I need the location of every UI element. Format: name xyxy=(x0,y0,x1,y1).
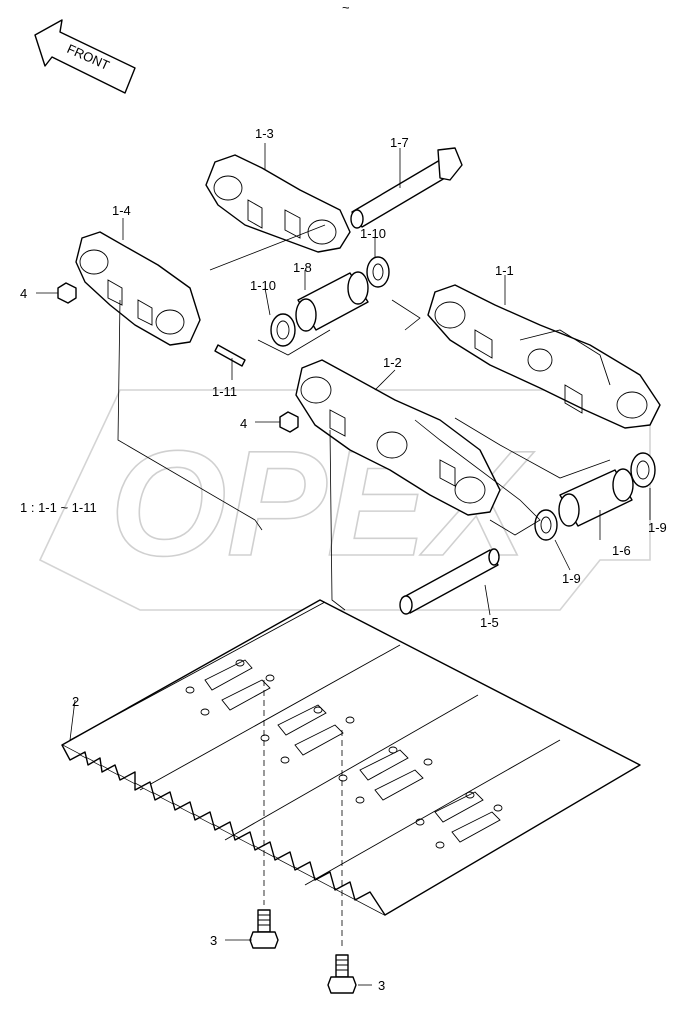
track-link-1-3 xyxy=(205,154,351,253)
track-pin-1-7 xyxy=(350,147,463,229)
label-assembly: 1 : 1-1 ~ 1-11 xyxy=(20,500,97,515)
label-1-7: 1-7 xyxy=(390,135,409,150)
label-4-lower: 4 xyxy=(240,416,247,431)
track-link-1-1 xyxy=(427,284,661,429)
label-1-10-top: 1-10 xyxy=(360,226,386,241)
bushing-1-6 xyxy=(558,468,634,527)
label-1-9-left: 1-9 xyxy=(562,571,581,586)
seal-1-9-right xyxy=(630,452,656,488)
bushing-1-8 xyxy=(295,271,369,332)
label-leaders xyxy=(36,143,651,986)
label-1-5: 1-5 xyxy=(480,615,499,630)
label-1-11: 1-11 xyxy=(212,384,237,399)
label-3-right: 3 xyxy=(378,978,385,993)
bolt-3-left xyxy=(249,909,279,949)
label-1-3: 1-3 xyxy=(255,126,274,141)
label-1-8: 1-8 xyxy=(293,260,312,275)
nut-4-lower xyxy=(279,411,299,433)
bolt-3-right xyxy=(327,954,357,994)
alignment-lines xyxy=(117,224,611,611)
label-1-1: 1-1 xyxy=(495,263,514,278)
seal-1-10-left xyxy=(270,313,296,347)
track-link-1-2 xyxy=(295,359,501,516)
label-4-upper: 4 xyxy=(20,286,27,301)
label-1-6: 1-6 xyxy=(612,543,631,558)
part-labels: 1-3 1-7 1-4 1-10 1-8 1-10 1-1 4 1-2 1-11… xyxy=(20,126,667,993)
label-1-4: 1-4 xyxy=(112,203,131,218)
label-1-2: 1-2 xyxy=(383,355,402,370)
header-mark: ~ xyxy=(342,0,350,15)
seal-1-9-left xyxy=(534,509,558,541)
front-arrow-icon: FRONT xyxy=(34,19,136,94)
cotter-pin-1-11 xyxy=(214,344,246,367)
nut-4-upper xyxy=(57,282,77,304)
track-shoe-2 xyxy=(61,599,641,916)
label-3-left: 3 xyxy=(210,933,217,948)
track-link-1-4 xyxy=(75,231,201,346)
track-pin-1-5 xyxy=(399,548,500,615)
label-2: 2 xyxy=(72,694,79,709)
seal-1-10-right xyxy=(366,256,390,288)
label-1-9-right: 1-9 xyxy=(648,520,667,535)
label-1-10-left: 1-10 xyxy=(250,278,276,293)
